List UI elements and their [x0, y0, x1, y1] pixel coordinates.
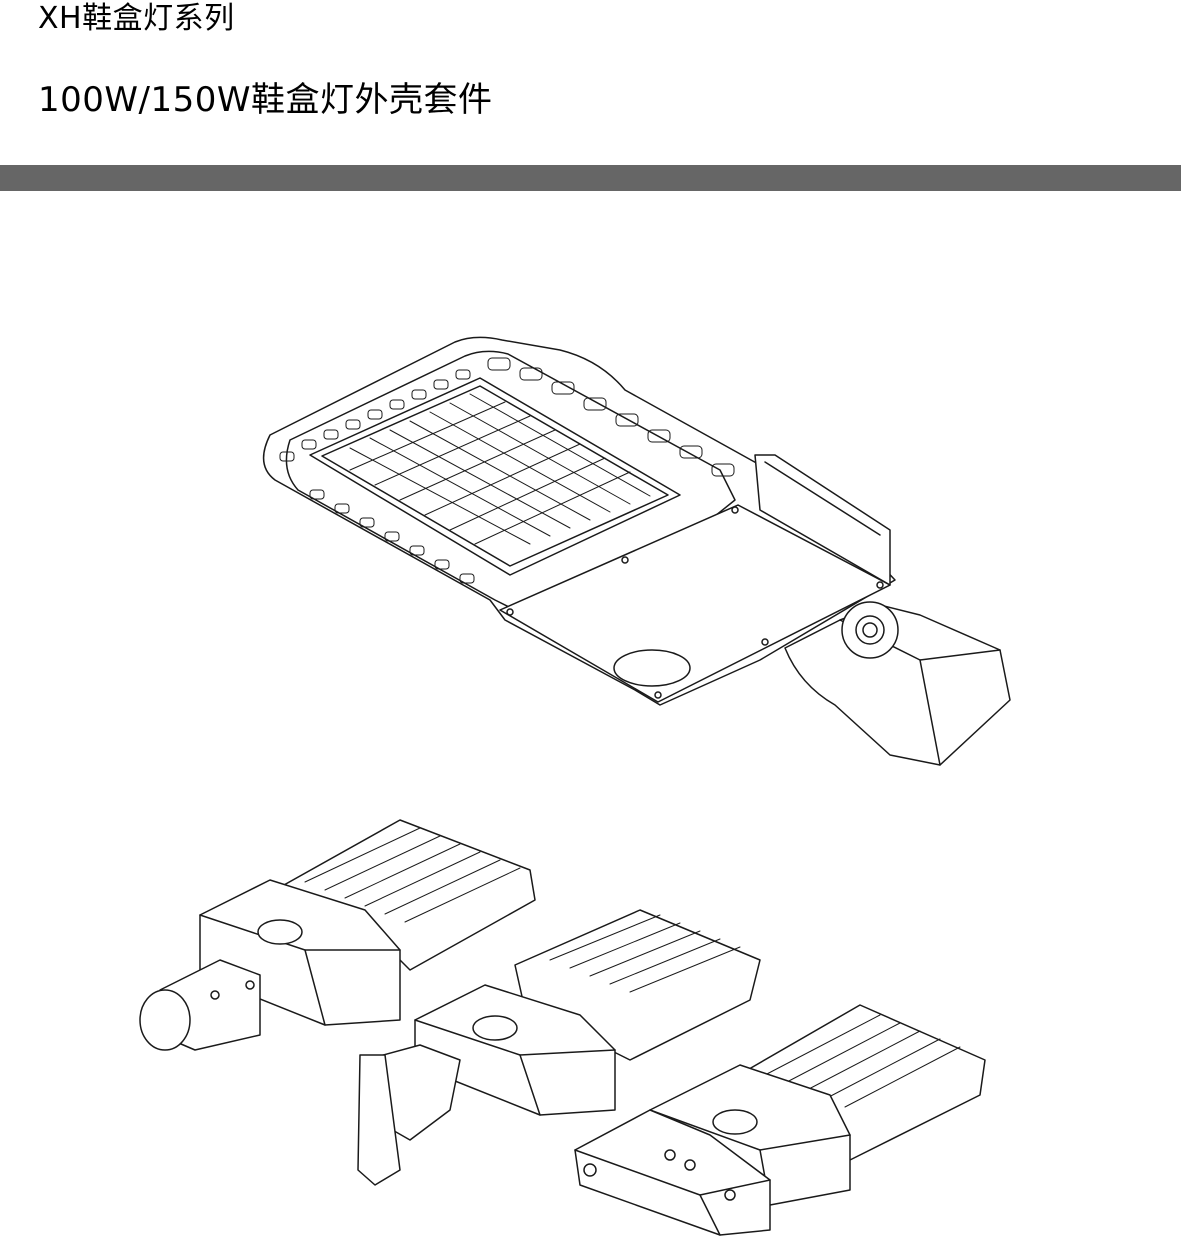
product-title: 100W/150W鞋盒灯外壳套件: [38, 80, 493, 120]
variant-arm-mount: [357, 909, 761, 1186]
shoebox-light-main-drawing: [262, 336, 1011, 766]
mounting-variants-drawing: [139, 819, 986, 1236]
variant-slip-fitter: [139, 819, 536, 1051]
series-title: XH鞋盒灯系列: [38, 1, 235, 36]
variant-yoke-mount: [574, 1004, 986, 1236]
section-divider: [0, 165, 1181, 191]
